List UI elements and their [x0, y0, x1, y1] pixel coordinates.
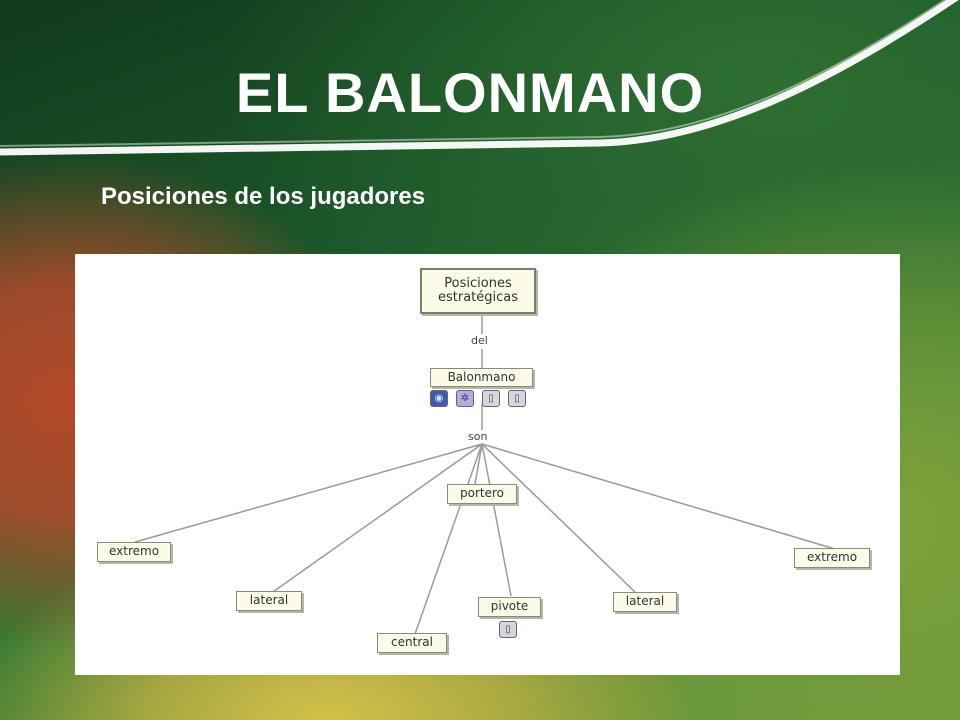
concept-central[interactable]: central: [377, 633, 447, 653]
molecule-icon[interactable]: ✲: [456, 390, 474, 407]
concept-positions-strategic[interactable]: Posiciones estratégicas: [420, 268, 536, 314]
concept-pivote[interactable]: pivote: [478, 597, 541, 617]
slide-subtitle: Posiciones de los jugadores: [101, 183, 426, 210]
concept-portero[interactable]: portero: [447, 484, 517, 504]
document-icon[interactable]: ▯: [482, 390, 500, 407]
concept-map-panel: Posiciones estratégicas del Balonmano ◉ …: [75, 254, 900, 675]
slide-title: EL BALONMANO: [235, 61, 705, 124]
concept-balonmano[interactable]: Balonmano: [430, 368, 533, 387]
globe-icon[interactable]: ◉: [430, 390, 448, 407]
concept-lateral-right[interactable]: lateral: [613, 592, 677, 612]
concept-map-connectors: [134, 314, 836, 635]
link-label-del: del: [468, 334, 491, 347]
concept-extremo-right[interactable]: extremo: [794, 548, 870, 568]
concept-lateral-left[interactable]: lateral: [236, 591, 302, 611]
link-label-son: son: [465, 430, 491, 443]
concept-extremo-left[interactable]: extremo: [97, 542, 171, 562]
document-icon[interactable]: ▯: [499, 621, 517, 638]
document-icon[interactable]: ▯: [508, 390, 526, 407]
